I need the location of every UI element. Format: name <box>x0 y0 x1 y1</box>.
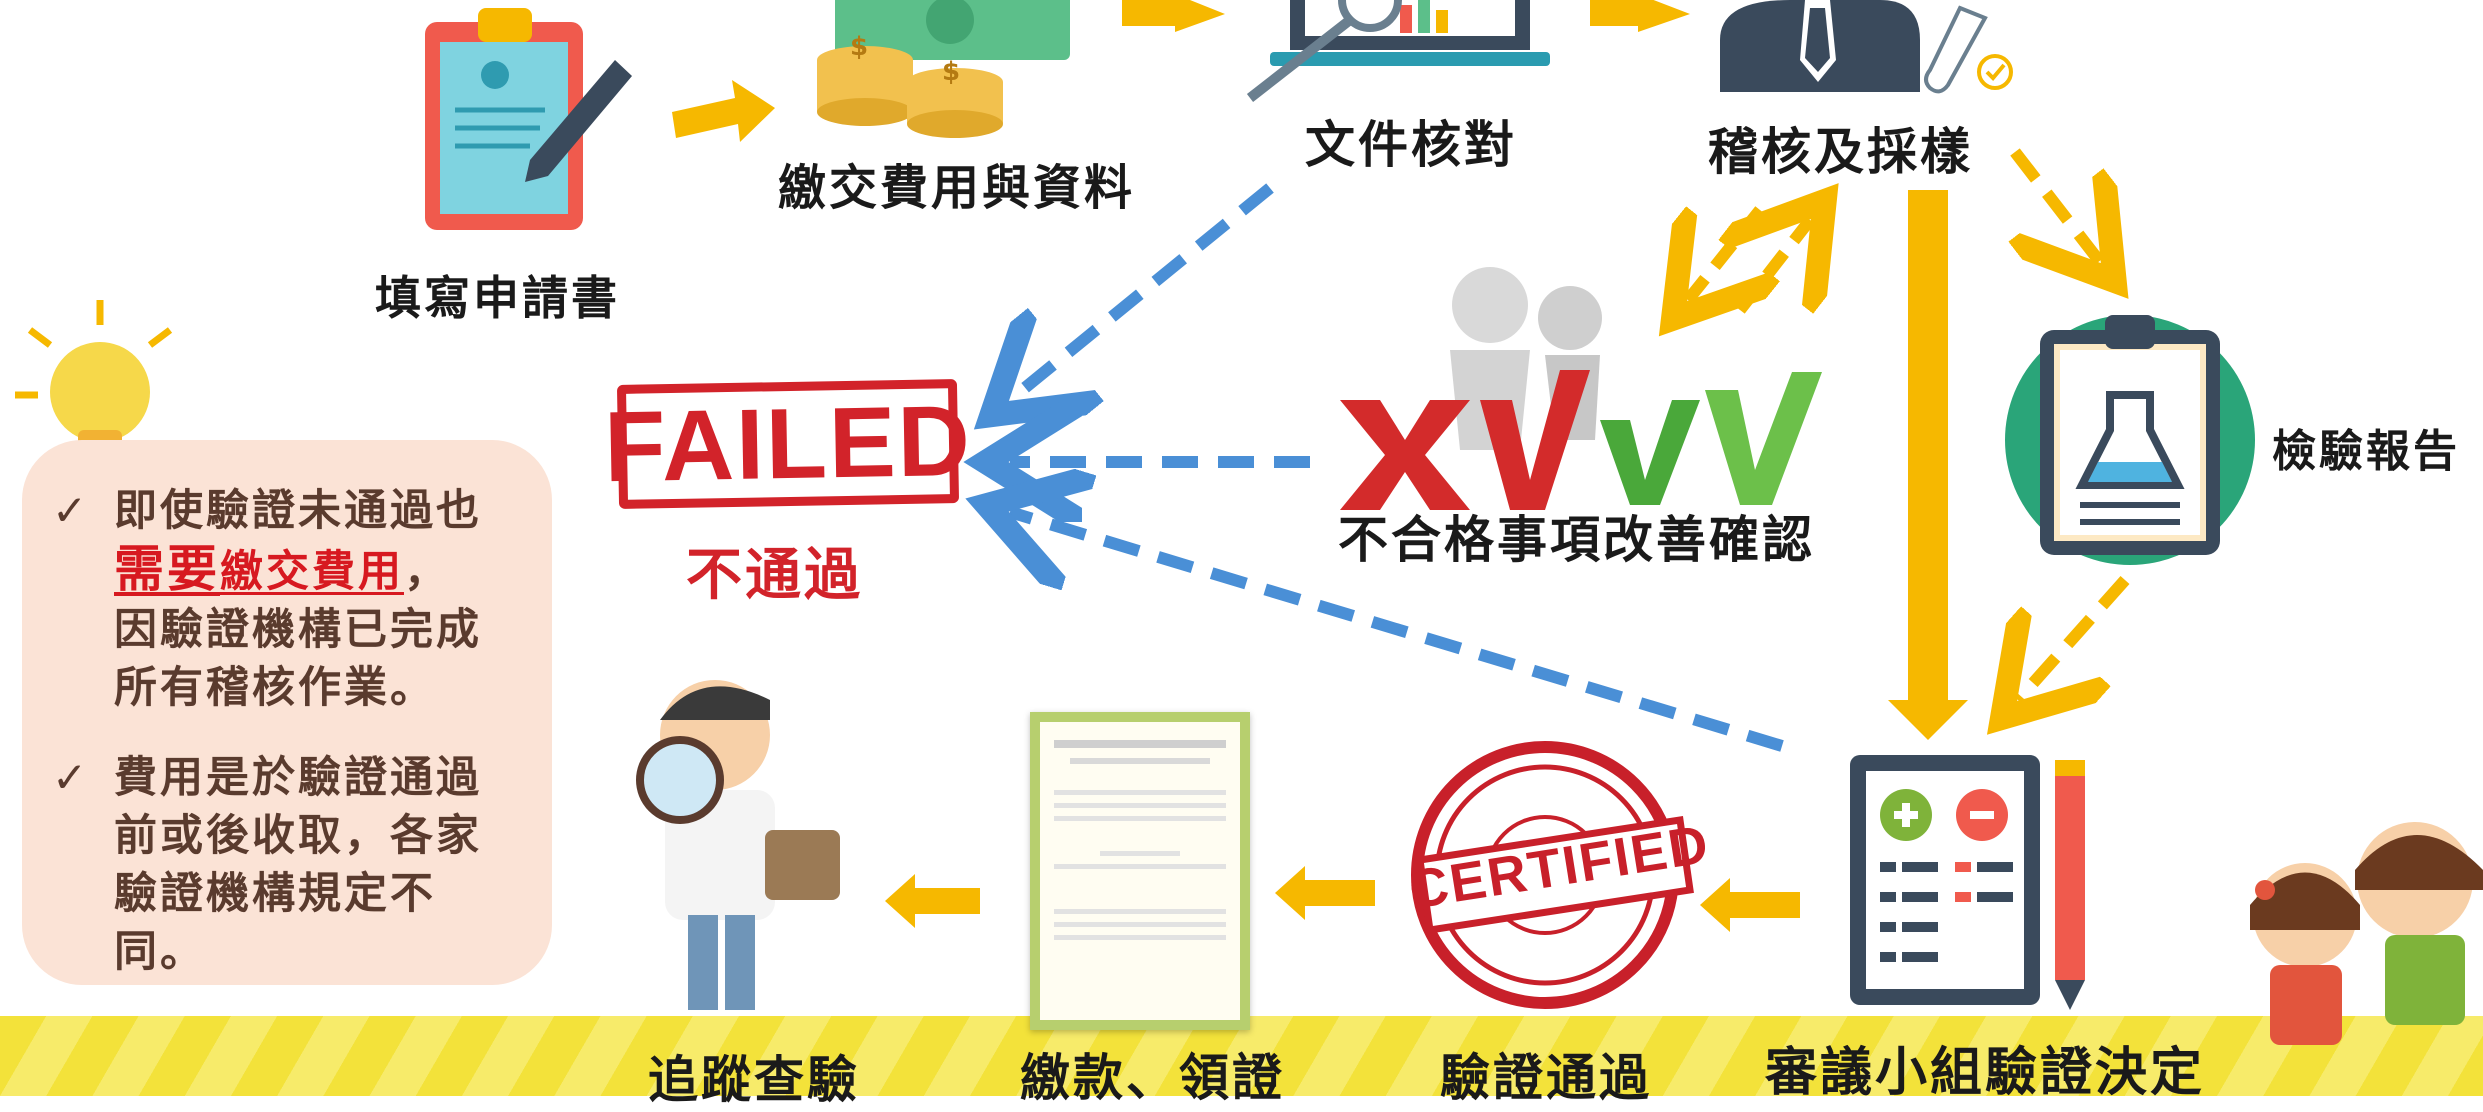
certificate-document <box>1030 712 1250 1030</box>
note-item-1: ✓ 即使驗證未通過也 需要繳交費用， 因驗證機構已完成所有稽核作業。 <box>52 482 522 717</box>
arrow-audit-to-improve <box>1688 206 1760 300</box>
arrow-paycert-to-followup <box>885 874 980 928</box>
lab-report-icon <box>2005 315 2255 565</box>
x-and-check-figures-icon <box>1340 267 1822 510</box>
arrow-audit-to-report <box>2015 148 2100 262</box>
svg-text:$: $ <box>942 57 960 87</box>
auditor-sample-icon <box>1720 0 2013 94</box>
arrow-improve-to-audit <box>1740 220 1810 314</box>
check-icon: ✓ <box>52 753 91 802</box>
step-doc-check-label: 文件核對 <box>1305 116 1517 174</box>
arrow-top-1 <box>1122 0 1225 32</box>
step-follow-up-label: 追蹤查驗 <box>648 1051 860 1109</box>
laptop-magnifier-icon <box>1246 0 1550 102</box>
step-pay-submit-label: 繳交費用與資料 <box>778 160 1136 216</box>
step-audit-sample-label: 稽核及採樣 <box>1708 123 1973 181</box>
step-fail-label: 不通過 <box>686 543 863 608</box>
clipboard-pen-icon <box>425 8 632 230</box>
arrow-doccheck-to-fail <box>1010 183 1274 400</box>
arrow-apply-to-pay <box>672 80 775 142</box>
note-emphasis-need: 需要 <box>114 540 220 598</box>
decision-board-icon <box>1850 755 2085 1010</box>
certified-seal-icon <box>1411 741 1694 1009</box>
detective-person-icon <box>636 680 840 1010</box>
note-item-2: ✓ 費用是於驗證通過前或後收取，各家驗證機構規定不同。 <box>52 749 522 981</box>
step-test-report-label: 檢驗報告 <box>2272 426 2460 477</box>
fee-note-card: ✓ 即使驗證未通過也 需要繳交費用， 因驗證機構已完成所有稽核作業。 ✓ 費用是… <box>22 440 552 985</box>
note-emphasis-fee: 繳交費用 <box>220 547 404 597</box>
step-apply-label: 填寫申請書 <box>375 271 620 325</box>
arrow-committee-to-pass <box>1700 878 1800 932</box>
arrow-pass-to-paycert <box>1275 866 1375 920</box>
money-coins-icon: $ $ <box>817 0 1070 138</box>
failed-stamp: FAILED <box>603 379 973 509</box>
step-pay-cert-label: 繳款、領證 <box>1020 1049 1285 1107</box>
step-pass-label: 驗證通過 <box>1440 1049 1652 1107</box>
arrow-committee-to-fail <box>1010 512 1784 752</box>
step-committee-label: 審議小組驗證決定 <box>1765 1043 2206 1103</box>
svg-text:$: $ <box>850 32 868 62</box>
kids-illustration <box>2250 822 2483 1045</box>
arrow-report-to-committee <box>2018 576 2130 700</box>
arrow-top-2 <box>1590 0 1690 32</box>
arrow-audit-to-committee <box>1888 190 1968 740</box>
step-improve-confirm-label: 不合格事項改善確認 <box>1338 511 1815 569</box>
check-icon: ✓ <box>52 486 91 535</box>
